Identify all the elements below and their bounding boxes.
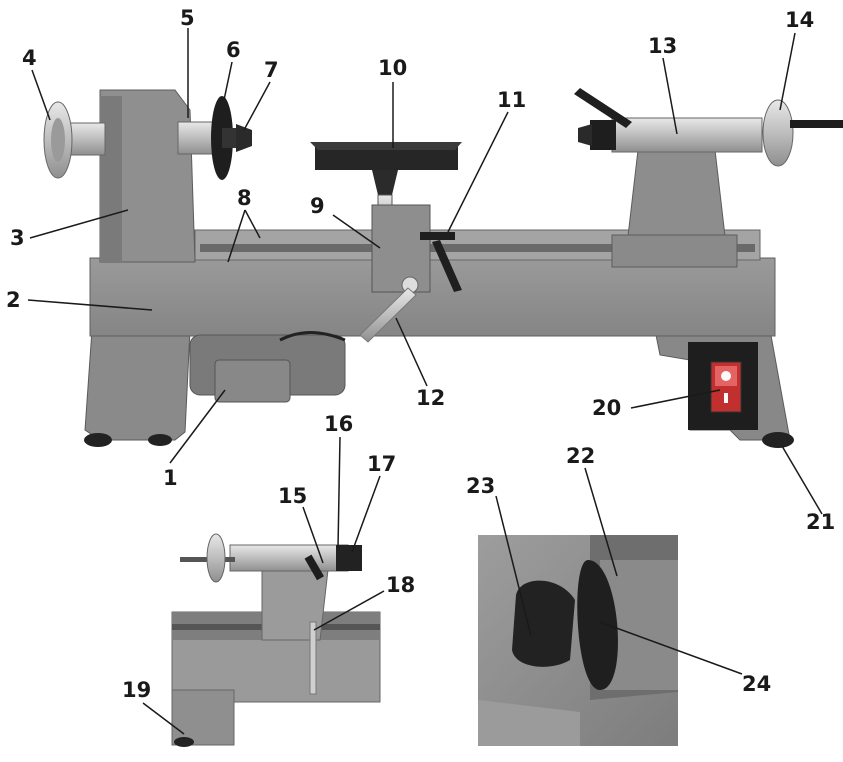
leader-7 xyxy=(243,81,271,131)
leader-2 xyxy=(27,299,153,311)
callout-3: 3 xyxy=(10,226,25,250)
leader-12 xyxy=(395,317,428,387)
spindle-rear xyxy=(69,122,106,156)
handwheel-handle xyxy=(790,120,843,128)
leader-1 xyxy=(169,389,226,464)
bed-way-slot xyxy=(200,244,755,252)
callout-9: 9 xyxy=(310,194,325,218)
leader-13 xyxy=(662,57,678,135)
leader-lines xyxy=(27,28,823,735)
leader-21 xyxy=(781,445,823,515)
inset-quill xyxy=(229,544,349,572)
leader-4 xyxy=(31,69,51,121)
callout-16: 16 xyxy=(324,412,354,436)
callout-19: 19 xyxy=(122,678,152,702)
callout-23: 23 xyxy=(466,474,496,498)
callout-10: 10 xyxy=(378,56,408,80)
motor-mount xyxy=(577,560,618,690)
banjo xyxy=(371,204,431,293)
callout-22: 22 xyxy=(566,444,596,468)
leader-6 xyxy=(223,61,233,101)
foot-right xyxy=(762,432,794,448)
inset-lock-rod xyxy=(309,621,317,695)
leader-24 xyxy=(599,621,743,675)
tool-rest-lock-lever xyxy=(420,232,455,240)
callout-12: 12 xyxy=(416,386,446,410)
callout-8: 8 xyxy=(237,186,252,210)
quill xyxy=(611,117,763,153)
main-lathe xyxy=(43,88,843,448)
leader-23 xyxy=(495,495,532,637)
lathe-bed xyxy=(89,257,776,337)
leader-8b xyxy=(244,209,261,239)
leader-11 xyxy=(447,111,509,233)
callout-7: 7 xyxy=(264,58,279,82)
callout-11: 11 xyxy=(497,88,527,112)
leader-14 xyxy=(779,32,796,111)
drive-center xyxy=(236,124,252,152)
callout-18: 18 xyxy=(386,573,416,597)
leader-15 xyxy=(302,506,324,564)
inset-leg xyxy=(171,689,235,746)
foot-mid xyxy=(148,434,172,446)
tool-rest-stem xyxy=(372,170,398,195)
callout-14: 14 xyxy=(785,8,815,32)
foot-left xyxy=(84,433,112,447)
leader-9 xyxy=(332,214,381,249)
leader-18 xyxy=(313,590,385,631)
callout-2: 2 xyxy=(6,288,21,312)
headstock-leg xyxy=(84,329,191,441)
callout-13: 13 xyxy=(648,34,678,58)
motor-box xyxy=(214,359,291,403)
callout-4: 4 xyxy=(22,46,37,70)
leader-16 xyxy=(337,436,341,549)
leader-8a xyxy=(227,209,246,263)
motor-detail-inset xyxy=(478,535,678,746)
belt-knob xyxy=(512,580,575,667)
callout-5: 5 xyxy=(180,6,195,30)
leader-19 xyxy=(142,702,185,735)
leader-17 xyxy=(351,475,381,553)
tailstock-handwheel xyxy=(762,99,794,167)
callout-24: 24 xyxy=(742,672,772,696)
inset-tailstock xyxy=(261,569,329,641)
banjo-lock-handle xyxy=(359,287,417,343)
callout-17: 17 xyxy=(367,452,397,476)
leader-20 xyxy=(630,389,721,409)
callout-1: 1 xyxy=(163,466,178,490)
leader-3 xyxy=(29,209,129,239)
tailstock-detail-inset xyxy=(171,533,381,747)
callout-20: 20 xyxy=(592,396,622,420)
motor-cable xyxy=(279,331,346,342)
inset-handwheel xyxy=(206,533,226,583)
callout-6: 6 xyxy=(226,38,241,62)
leader-22 xyxy=(584,467,618,577)
quill-lock-lever xyxy=(574,88,632,128)
callout-21: 21 xyxy=(806,510,836,534)
callout-15: 15 xyxy=(278,484,308,508)
